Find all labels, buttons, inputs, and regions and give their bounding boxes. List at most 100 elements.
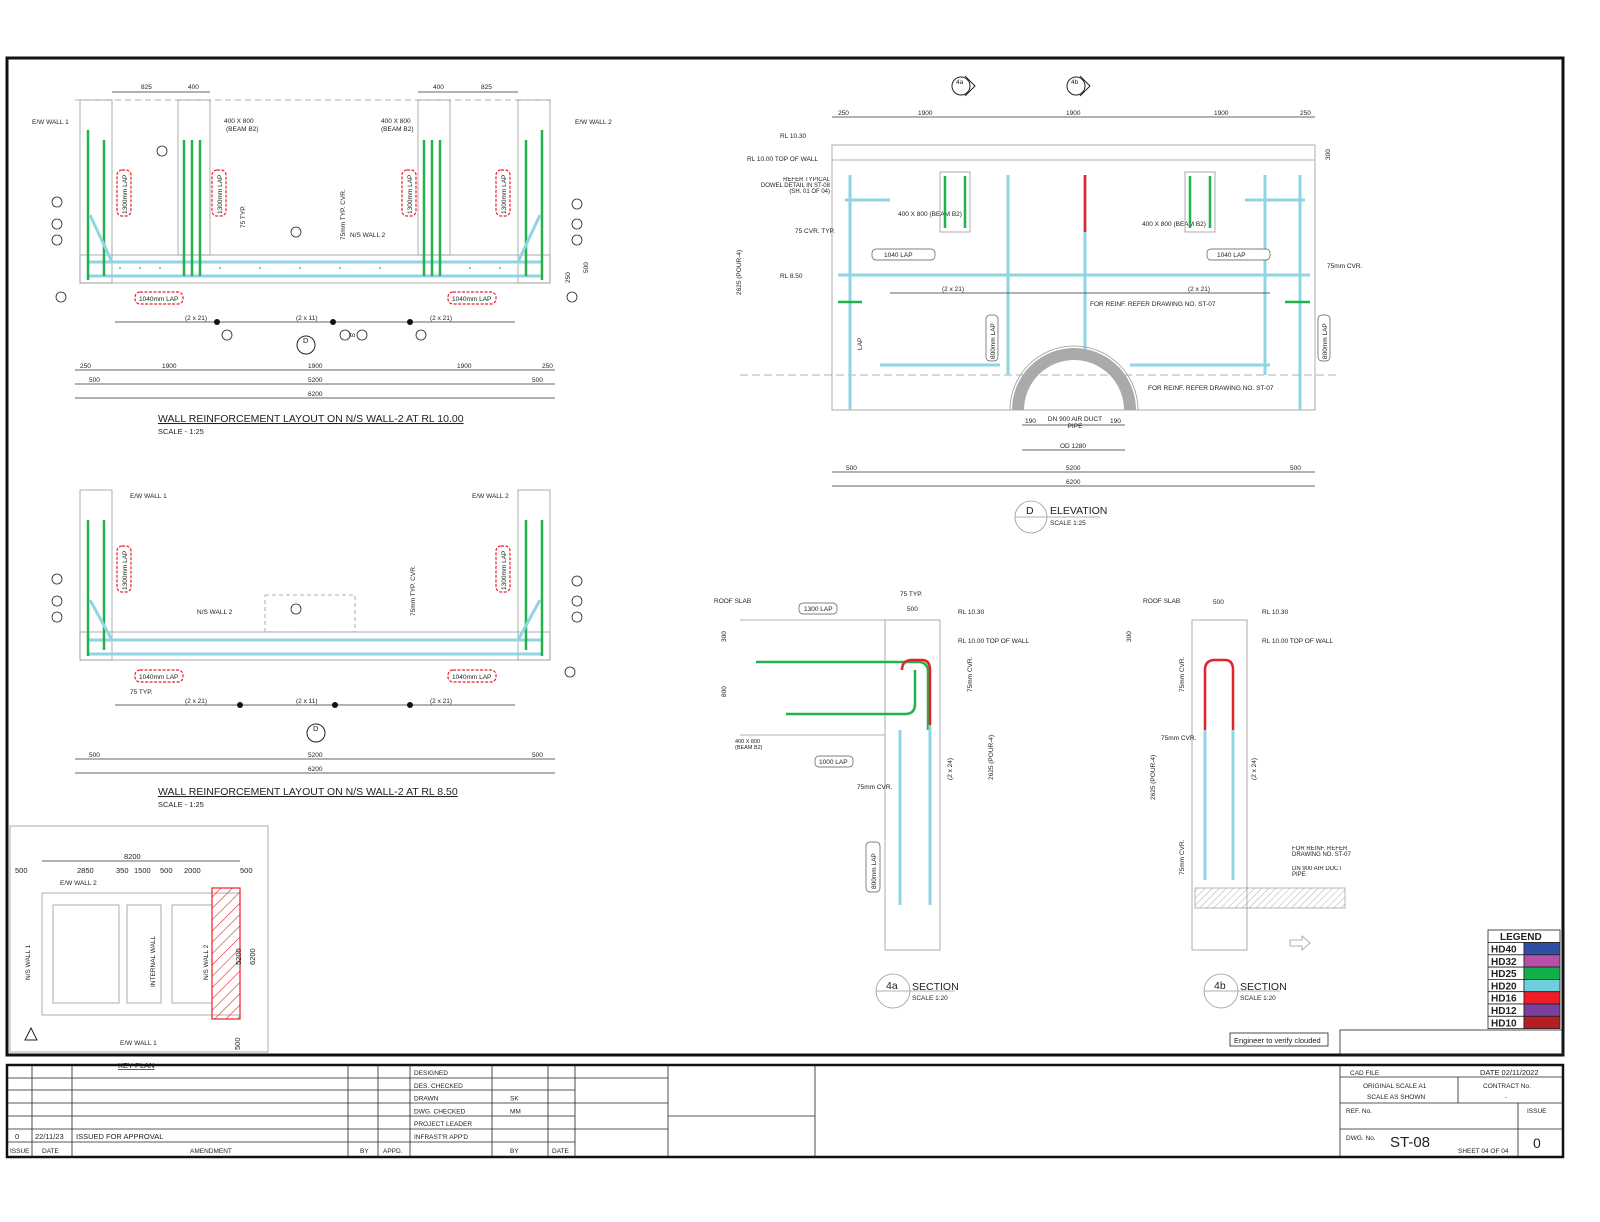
dim: 250 — [542, 363, 553, 370]
header-issue: ISSUE — [10, 1148, 30, 1155]
scale-as-shown: SCALE AS SHOWN — [1367, 1094, 1425, 1101]
legend-label: HD20 — [1491, 981, 1517, 992]
section-scale: SCALE 1:20 — [912, 995, 948, 1002]
dim: 250 — [1300, 110, 1311, 117]
dim: 500 — [15, 866, 28, 875]
legend-item: HD12 — [1487, 1003, 1561, 1017]
dim: 1900 — [1066, 110, 1081, 117]
rl-label: RL 10.00 TOP OF WALL — [747, 156, 818, 163]
dim: 250 — [80, 363, 91, 370]
beam-label: 400 X 800 (BEAM B2) — [735, 739, 763, 751]
section-mark — [296, 335, 316, 355]
dim: 500 — [907, 606, 918, 613]
lap-label: 1300mm LAP — [501, 551, 508, 590]
dowel-note: REFER TYPICAL DOWEL DETAIL IN ST-08 (SH.… — [760, 177, 830, 195]
spacing-label: (2 x 21) — [1188, 286, 1210, 293]
lap-label: 1000 LAP — [819, 759, 848, 766]
rl-label: RL 10.30 — [1262, 609, 1289, 616]
beam-label: 400 X 800 — [224, 118, 254, 125]
drawing-scale: SCALE - 1:25 — [158, 427, 204, 436]
wall-label: E/W WALL 1 — [130, 493, 167, 500]
title-block: 0 22/11/23 ISSUED FOR APPROVAL ISSUE DAT… — [5, 1063, 1565, 1159]
role-label: DES. CHECKED — [414, 1083, 463, 1090]
header-amendment: AMENDMENT — [190, 1148, 232, 1155]
section-scale: SCALE 1:20 — [1240, 995, 1276, 1002]
spacing-label: (2 x 21) — [430, 315, 452, 322]
dim: 8200 — [124, 852, 141, 861]
dim: 1900 — [162, 363, 177, 370]
dim: 500 — [846, 465, 857, 472]
dim: 5200 — [308, 752, 323, 759]
lap-label: 1300mm LAP — [122, 175, 129, 214]
dim: 400 — [433, 84, 444, 91]
revision-amendment: ISSUED FOR APPROVAL — [76, 1132, 163, 1141]
refer-note: FOR REINF. REFER DRAWING NO. ST-07 — [1090, 301, 1216, 308]
dim: 825 — [481, 84, 492, 91]
refer-note: FOR REINF. REFER DRAWING NO. ST-07 — [1148, 385, 1274, 392]
wall-label: E/W WALL 2 — [575, 119, 612, 126]
spacing-label: (2 x 11) — [296, 698, 318, 705]
cover-label: 75 CVR. TYP. — [795, 228, 835, 235]
sheet-number: SHEET 04 OF 04 — [1458, 1148, 1509, 1155]
dim: 6200 — [308, 766, 323, 773]
dim: 500 — [89, 752, 100, 759]
dim: 500 — [532, 752, 543, 759]
legend-label: HD40 — [1491, 945, 1517, 956]
legend-swatch — [1523, 1003, 1561, 1017]
lap-label: 1300mm LAP — [122, 551, 129, 590]
rl-label: RL 10.30 — [780, 133, 807, 140]
section-mark: 4b — [1214, 980, 1226, 992]
lap-label: 1040mm LAP — [452, 674, 491, 681]
lap-label: LAP — [857, 338, 864, 350]
dim: 500 — [532, 377, 543, 384]
cover-label: 75mm CVR. — [1179, 839, 1186, 875]
dim: 5200 — [308, 377, 323, 384]
original-scale: ORIGINAL SCALE A1 — [1363, 1083, 1427, 1090]
issue-label: ISSUE — [1527, 1108, 1547, 1115]
spacing-label: (2 x 21) — [185, 698, 207, 705]
lap-label: 800mm LAP — [990, 323, 997, 359]
wall-label: N/S WALL 1 — [25, 944, 32, 980]
dim: 5200 — [234, 948, 243, 965]
revision-date: 22/11/23 — [35, 1132, 64, 1141]
dim: 6200 — [248, 948, 257, 965]
role-label: DRAWN — [414, 1096, 439, 1103]
section-marker: 4a — [956, 79, 964, 86]
legend-swatch — [1523, 1015, 1561, 1029]
lap-label: 1300 LAP — [804, 606, 833, 613]
spacing-label: (2 x 11) — [296, 315, 318, 322]
header-by: BY — [360, 1148, 369, 1155]
elevation-mark: D — [1026, 505, 1034, 517]
dwg-no-label: DWG. No. — [1346, 1135, 1376, 1142]
wall-label: E/W WALL 2 — [472, 493, 509, 500]
lap-label: 1040mm LAP — [452, 296, 491, 303]
cover-label: 75mm CVR. — [857, 784, 893, 791]
slab-label: ROOF SLAB — [1143, 598, 1180, 605]
drawing-scale: SCALE - 1:25 — [158, 800, 204, 809]
dim: 500 — [233, 1037, 242, 1050]
clouded-note: Engineer to verify clouded — [1234, 1036, 1321, 1045]
slab-label: ROOF SLAB — [714, 598, 751, 605]
roles-date: DATE — [552, 1148, 570, 1155]
flow-arrow-icon — [1289, 935, 1311, 951]
contract-no-label: CONTRACT No. — [1483, 1083, 1531, 1090]
section-title: SECTION — [912, 981, 959, 993]
drawing-title: WALL REINFORCEMENT LAYOUT ON N/S WALL-2 … — [158, 786, 458, 798]
refer-note: FOR REINF. REFER DRAWING NO. ST-07 — [1292, 846, 1351, 858]
section-4a: ROOF SLAB 1300 LAP 75 TYP. 500 RL 10.30 … — [714, 591, 1029, 1009]
cover-label: 75mm TYP. CVR. — [340, 189, 347, 240]
section-mark-label: D — [313, 724, 319, 733]
dim: 1500 — [134, 866, 151, 875]
lap-label: 1040 LAP — [884, 252, 913, 259]
ref-no-label: REF. No. — [1346, 1108, 1372, 1115]
wall-label: INTERNAL WALL — [150, 935, 157, 987]
lap-label: 1040 LAP — [1217, 252, 1246, 259]
legend-item: HD40 — [1487, 942, 1561, 956]
key-plan: 8200 500 2850 350 1500 500 2000 500 E/W … — [9, 825, 269, 1070]
dim: 5200 — [1066, 465, 1081, 472]
beam-label: (BEAM B2) — [381, 126, 414, 133]
beam-label: (BEAM B2) — [226, 126, 259, 133]
elevation-scale: SCALE 1:25 — [1050, 520, 1086, 527]
